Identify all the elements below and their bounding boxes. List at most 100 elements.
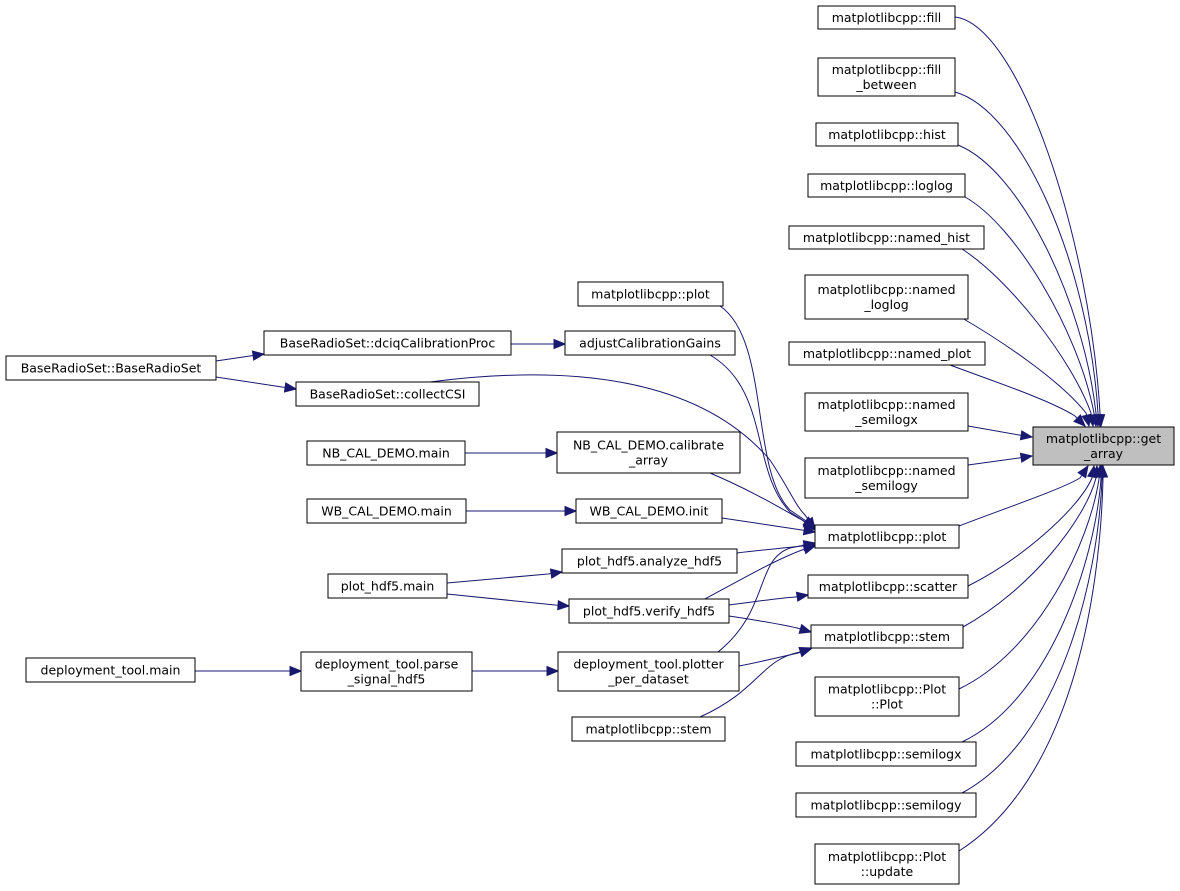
node-box-hist	[815, 122, 959, 147]
node-label-named_hist-0: matplotlibcpp::named_hist	[803, 230, 970, 245]
node-label-Plot_Plot-0: matplotlibcpp::Plot	[828, 682, 946, 697]
edge-verify_hdf5-25	[728, 615, 812, 633]
edge-loglog-3	[964, 196, 1097, 427]
node-plotter_per_dataset[interactable]: deployment_tool.plotter_per_dataset	[557, 651, 740, 692]
node-label-semilogy-0: matplotlibcpp::semilogy	[810, 798, 962, 813]
node-verify_hdf5[interactable]: plot_hdf5.verify_hdf5	[568, 598, 730, 624]
arrowhead-named_loglog-5	[1081, 413, 1092, 428]
node-label-named_loglog-0: matplotlibcpp::named	[817, 282, 955, 297]
node-adjustCalibrationGains[interactable]: adjustCalibrationGains	[564, 330, 736, 356]
node-label-parse_signal-0: deployment_tool.parse	[315, 657, 459, 672]
edge-hist-2	[957, 144, 1099, 427]
node-Plot_Plot[interactable]: matplotlibcpp::Plot::Plot	[814, 676, 960, 717]
node-semilogy[interactable]: matplotlibcpp::semilogy	[795, 792, 977, 818]
node-label-plot_main-0: matplotlibcpp::plot	[828, 529, 947, 544]
node-box-nb_calibrate	[556, 431, 741, 474]
node-box-verify_hdf5	[568, 598, 730, 624]
node-named_semilogy[interactable]: matplotlibcpp::named_semilogy	[804, 457, 969, 499]
node-parse_signal[interactable]: deployment_tool.parse_signal_hdf5	[300, 651, 473, 692]
node-box-wb_main	[306, 498, 467, 524]
edge-collectCSI-18	[429, 374, 816, 530]
edge-verify_hdf5-24	[728, 594, 809, 606]
node-label-adjustCalibrationGains-0: adjustCalibrationGains	[579, 336, 721, 351]
node-label-plot_top-0: matplotlibcpp::plot	[591, 287, 710, 302]
arrowhead-wb_main-32	[564, 505, 578, 517]
node-wb_init[interactable]: WB_CAL_DEMO.init	[575, 498, 723, 524]
node-box-wb_init	[575, 498, 723, 524]
node-label-plot_hdf5_main-0: plot_hdf5.main	[341, 579, 435, 594]
node-named_semilogx[interactable]: matplotlibcpp::named_semilogx	[804, 392, 969, 432]
edge-stem_bottom-27	[699, 647, 812, 718]
node-box-adjustCalibrationGains	[564, 330, 736, 356]
node-label-wb_main-0: WB_CAL_DEMO.main	[321, 504, 452, 519]
arrowhead-named_plot-6	[1073, 414, 1086, 427]
node-label-stem_bottom-0: matplotlibcpp::stem	[585, 722, 711, 737]
node-plot_hdf5_main[interactable]: plot_hdf5.main	[327, 573, 448, 599]
node-box-BaseRadioSet	[5, 355, 217, 381]
edge-plot_top-16	[719, 305, 816, 528]
node-box-plot_main	[814, 524, 960, 549]
arrowhead-nb_main-31	[545, 447, 559, 459]
node-box-stem_bottom	[571, 716, 726, 742]
node-box-stem_main	[810, 624, 964, 649]
node-semilogx[interactable]: matplotlibcpp::semilogx	[795, 741, 977, 767]
edge-BaseRadioSet-30	[215, 376, 297, 390]
node-hist[interactable]: matplotlibcpp::hist	[815, 122, 959, 147]
node-named_plot[interactable]: matplotlibcpp::named_plot	[788, 341, 986, 366]
node-box-semilogy	[795, 792, 977, 818]
node-wb_main[interactable]: WB_CAL_DEMO.main	[306, 498, 467, 524]
node-label-fill_between-1: _between	[855, 77, 916, 92]
node-analyze_hdf5[interactable]: plot_hdf5.analyze_hdf5	[561, 548, 738, 574]
node-box-loglog	[807, 173, 966, 198]
node-label-Plot_update-1: ::update	[861, 864, 914, 879]
node-label-nb_calibrate-0: NB_CAL_DEMO.calibrate	[573, 438, 724, 453]
node-stem_bottom[interactable]: matplotlibcpp::stem	[571, 716, 726, 742]
node-label-loglog-0: matplotlibcpp::loglog	[820, 178, 953, 193]
node-label-plotter_per_dataset-0: deployment_tool.plotter	[573, 657, 724, 672]
arrowhead-verify_hdf5-24	[795, 591, 810, 602]
node-fill[interactable]: matplotlibcpp::fill	[817, 5, 956, 30]
node-Plot_update[interactable]: matplotlibcpp::Plot::update	[814, 843, 960, 885]
arrowhead-Plot_update-15	[1097, 464, 1109, 478]
arrowhead-named_semilogx-7	[1019, 430, 1034, 441]
node-nb_calibrate[interactable]: NB_CAL_DEMO.calibrate_array	[556, 431, 741, 474]
node-box-dciqCalibrationProc	[263, 330, 512, 356]
node-named_hist[interactable]: matplotlibcpp::named_hist	[788, 225, 985, 250]
node-box-named_semilogx	[804, 392, 969, 432]
edge-fill-0	[954, 16, 1102, 427]
edge-plotter_per_dataset-26	[738, 648, 812, 667]
node-plot_top[interactable]: matplotlibcpp::plot	[577, 281, 724, 307]
edge-wb_init-20	[721, 517, 816, 533]
node-label-fill_between-0: matplotlibcpp::fill	[832, 62, 942, 77]
node-nb_main[interactable]: NB_CAL_DEMO.main	[306, 440, 466, 466]
node-label-parse_signal-1: _signal_hdf5	[347, 672, 426, 687]
arrowhead-plotter_per_dataset-23	[802, 540, 817, 551]
node-dciqCalibrationProc[interactable]: BaseRadioSet::dciqCalibrationProc	[263, 330, 512, 356]
node-label-wb_init-0: WB_CAL_DEMO.init	[589, 504, 708, 519]
node-deploy_main[interactable]: deployment_tool.main	[25, 657, 196, 683]
node-loglog[interactable]: matplotlibcpp::loglog	[807, 173, 966, 198]
node-box-semilogx	[795, 741, 977, 767]
node-collectCSI[interactable]: BaseRadioSet::collectCSI	[295, 381, 480, 407]
node-scatter[interactable]: matplotlibcpp::scatter	[807, 574, 969, 599]
arrowhead-verify_hdf5-25	[798, 623, 813, 634]
edge-plot_main-9	[958, 465, 1089, 527]
node-named_loglog[interactable]: matplotlibcpp::named_loglog	[804, 274, 969, 320]
node-label-fill-0: matplotlibcpp::fill	[832, 10, 942, 25]
node-label-collectCSI-0: BaseRadioSet::collectCSI	[310, 387, 466, 402]
node-BaseRadioSet[interactable]: BaseRadioSet::BaseRadioSet	[5, 355, 217, 381]
arrowhead-stem_bottom-27	[798, 647, 813, 657]
arrowhead-parse_signal-36	[546, 665, 560, 677]
node-plot_main[interactable]: matplotlibcpp::plot	[814, 524, 960, 549]
node-fill_between[interactable]: matplotlibcpp::fill_between	[817, 57, 956, 97]
arrowhead-deploy_main-35	[289, 665, 303, 677]
node-label-plotter_per_dataset-1: _per_dataset	[607, 672, 689, 687]
edge-named_hist-4	[961, 248, 1094, 427]
node-label-analyze_hdf5-0: plot_hdf5.analyze_hdf5	[577, 554, 722, 569]
arrowhead-plot_hdf5_main-34	[557, 599, 571, 611]
arrowhead-plot_main-9	[1077, 464, 1089, 479]
node-box-fill_between	[817, 57, 956, 97]
node-stem_main[interactable]: matplotlibcpp::stem	[810, 624, 964, 649]
node-label-scatter-0: matplotlibcpp::scatter	[819, 579, 958, 594]
